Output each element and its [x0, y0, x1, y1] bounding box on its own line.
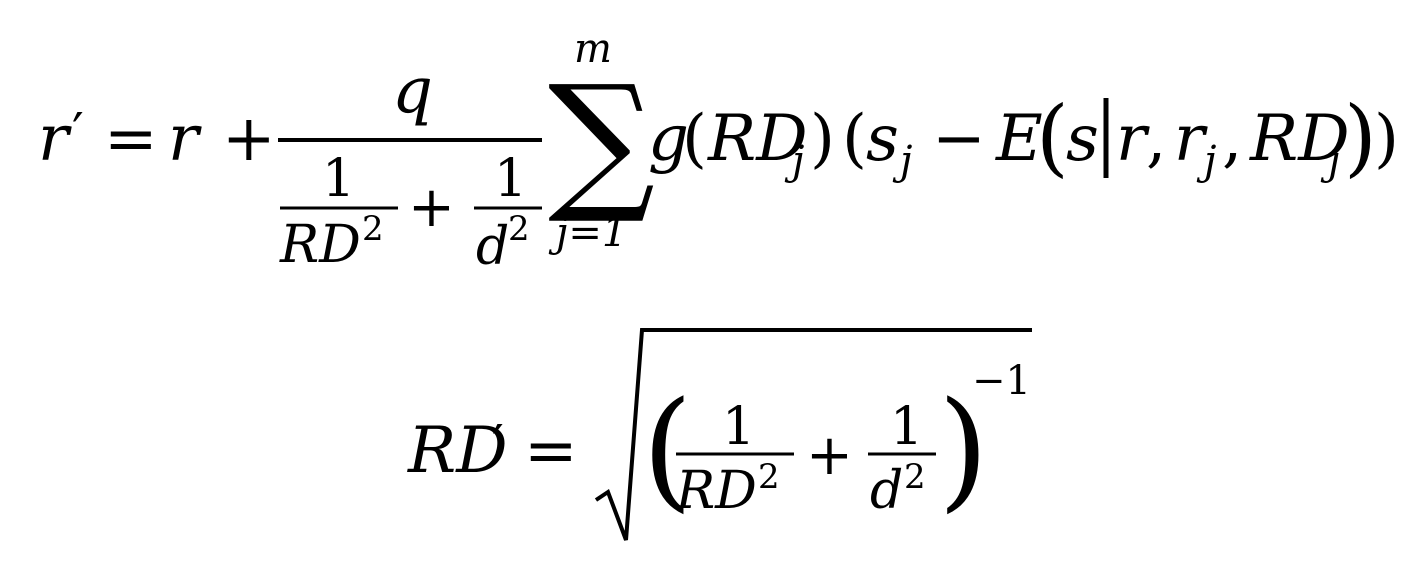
eq1-r2: r — [1116, 102, 1150, 176]
eq1-rparen2: ) — [1374, 102, 1399, 176]
eq1-numerator-q: q — [392, 54, 433, 128]
eq1-s2: s — [1066, 102, 1099, 176]
eq1-lhs-r: r — [38, 102, 72, 176]
eq1-frac2-den: d — [476, 217, 509, 277]
eq1-r3: r — [1174, 102, 1208, 176]
eq1-lparen2: ( — [842, 102, 867, 176]
eq1-plus: + — [222, 102, 276, 176]
eq1-rparen1: ) — [810, 102, 835, 176]
eq1-sum-upper: m — [574, 26, 612, 72]
eq1-frac2-exp: 2 — [508, 209, 530, 249]
eq1-rparen3: ) — [1344, 88, 1377, 186]
eq2-exponent: −1 — [972, 358, 1031, 404]
eq1-sum-symbol: ∑ — [548, 54, 655, 228]
eq1-sum-lower: j=1 — [548, 210, 627, 256]
eq1-RD: RD — [707, 102, 808, 176]
eq1-lparen3: ( — [1036, 88, 1069, 186]
eq2-frac2-den: d — [870, 461, 903, 521]
eq2-frac1-exp: 2 — [758, 457, 780, 497]
eq2-equals: = — [524, 414, 578, 488]
eq1-denominator-plus: + — [408, 175, 455, 240]
eq2-lparen: ( — [642, 373, 693, 525]
eq2-prime: ′ — [492, 415, 504, 475]
eq2-frac2-exp: 2 — [904, 457, 926, 497]
eq2-frac2-num: 1 — [890, 397, 923, 457]
eq1-frac1-num: 1 — [322, 149, 355, 209]
eq1-E: E — [995, 102, 1043, 176]
eq1-lparen1: ( — [682, 102, 707, 176]
eq1-s: s — [866, 102, 899, 176]
eq1-equals: = — [104, 102, 158, 176]
equation-2: RD ′ = ( 1 RD 2 + 1 d 2 ) −1 — [407, 328, 1032, 541]
eq1-frac2-num: 1 — [494, 149, 527, 209]
eq2-lhs-RD: RD — [407, 414, 508, 488]
eq1-prime: ′ — [72, 103, 84, 163]
eq1-r: r — [168, 102, 202, 176]
eq1-frac1-den: RD — [279, 215, 361, 275]
eq1-frac1-exp: 2 — [362, 209, 384, 249]
eq1-minus: − — [932, 102, 986, 176]
eq1-g: g — [648, 102, 689, 176]
eq2-sqrt-sign — [594, 328, 1032, 541]
eq2-rparen: ) — [938, 373, 989, 525]
eq2-frac1-den: RD — [675, 461, 757, 521]
eq2-frac1-num: 1 — [722, 397, 755, 457]
eq1-comma1: , — [1146, 102, 1166, 176]
eq2-plus: + — [806, 423, 853, 488]
eq1-RD2: RD — [1249, 102, 1350, 176]
eq1-comma2: , — [1222, 102, 1242, 176]
equation-1: r ′ = r + q 1 RD 2 + 1 d 2 m ∑ j=1 g ( R… — [38, 26, 1399, 277]
